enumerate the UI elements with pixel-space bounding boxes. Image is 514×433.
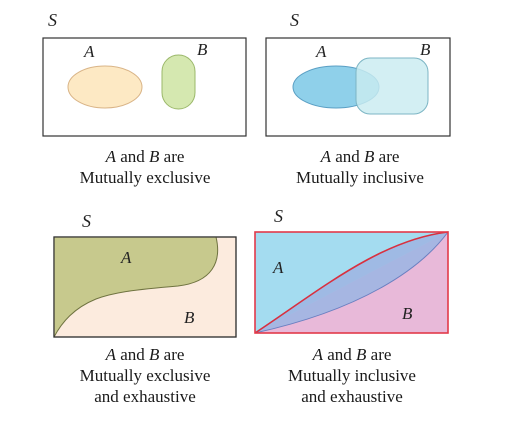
set-b-label: B (402, 304, 413, 323)
universe-label: S (82, 211, 91, 231)
caption-line-1: A and B are (312, 345, 392, 364)
caption-line-2: Mutually inclusive (288, 366, 416, 385)
panel-exclusive-exhaustive: S A B (53, 211, 237, 338)
caption-line-3: and exhaustive (94, 387, 196, 406)
universe-label: S (290, 10, 299, 30)
caption-line-3: and exhaustive (301, 387, 403, 406)
panel-mutually-inclusive: S A B (265, 10, 451, 137)
caption-line-2: Mutually exclusive (79, 168, 211, 187)
panel-inclusive-exhaustive: S A B (254, 206, 450, 334)
set-a-region (67, 65, 143, 109)
set-a-label: A (272, 258, 284, 277)
set-b-region (355, 57, 429, 115)
caption-line-1: A and B are (105, 147, 185, 166)
set-a-label: A (315, 42, 327, 61)
set-a-region (53, 236, 219, 338)
universe-box (254, 231, 449, 334)
set-a-label: A (120, 248, 132, 267)
caption-mutually-exclusive: A and B are Mutually exclusive (30, 146, 260, 188)
set-b-label: B (197, 40, 208, 59)
caption-mutually-inclusive: A and B are Mutually inclusive (245, 146, 475, 188)
boundary-curve (254, 231, 449, 334)
caption-inclusive-exhaustive: A and B are Mutually inclusive and exhau… (237, 344, 467, 407)
caption-line-1: A and B are (320, 147, 400, 166)
set-a-label: A (83, 42, 95, 61)
universe-label: S (48, 10, 57, 30)
panel-mutually-exclusive: S A B (42, 10, 247, 137)
caption-line-2: Mutually inclusive (296, 168, 424, 187)
caption-line-1: A and B are (105, 345, 185, 364)
universe-box (53, 236, 237, 338)
set-b-label: B (184, 308, 195, 327)
set-b-label: B (420, 40, 431, 59)
caption-exclusive-exhaustive: A and B are Mutually exclusive and exhau… (30, 344, 260, 407)
set-b-region (161, 54, 196, 110)
caption-line-2: Mutually exclusive (79, 366, 211, 385)
universe-label: S (274, 206, 283, 226)
